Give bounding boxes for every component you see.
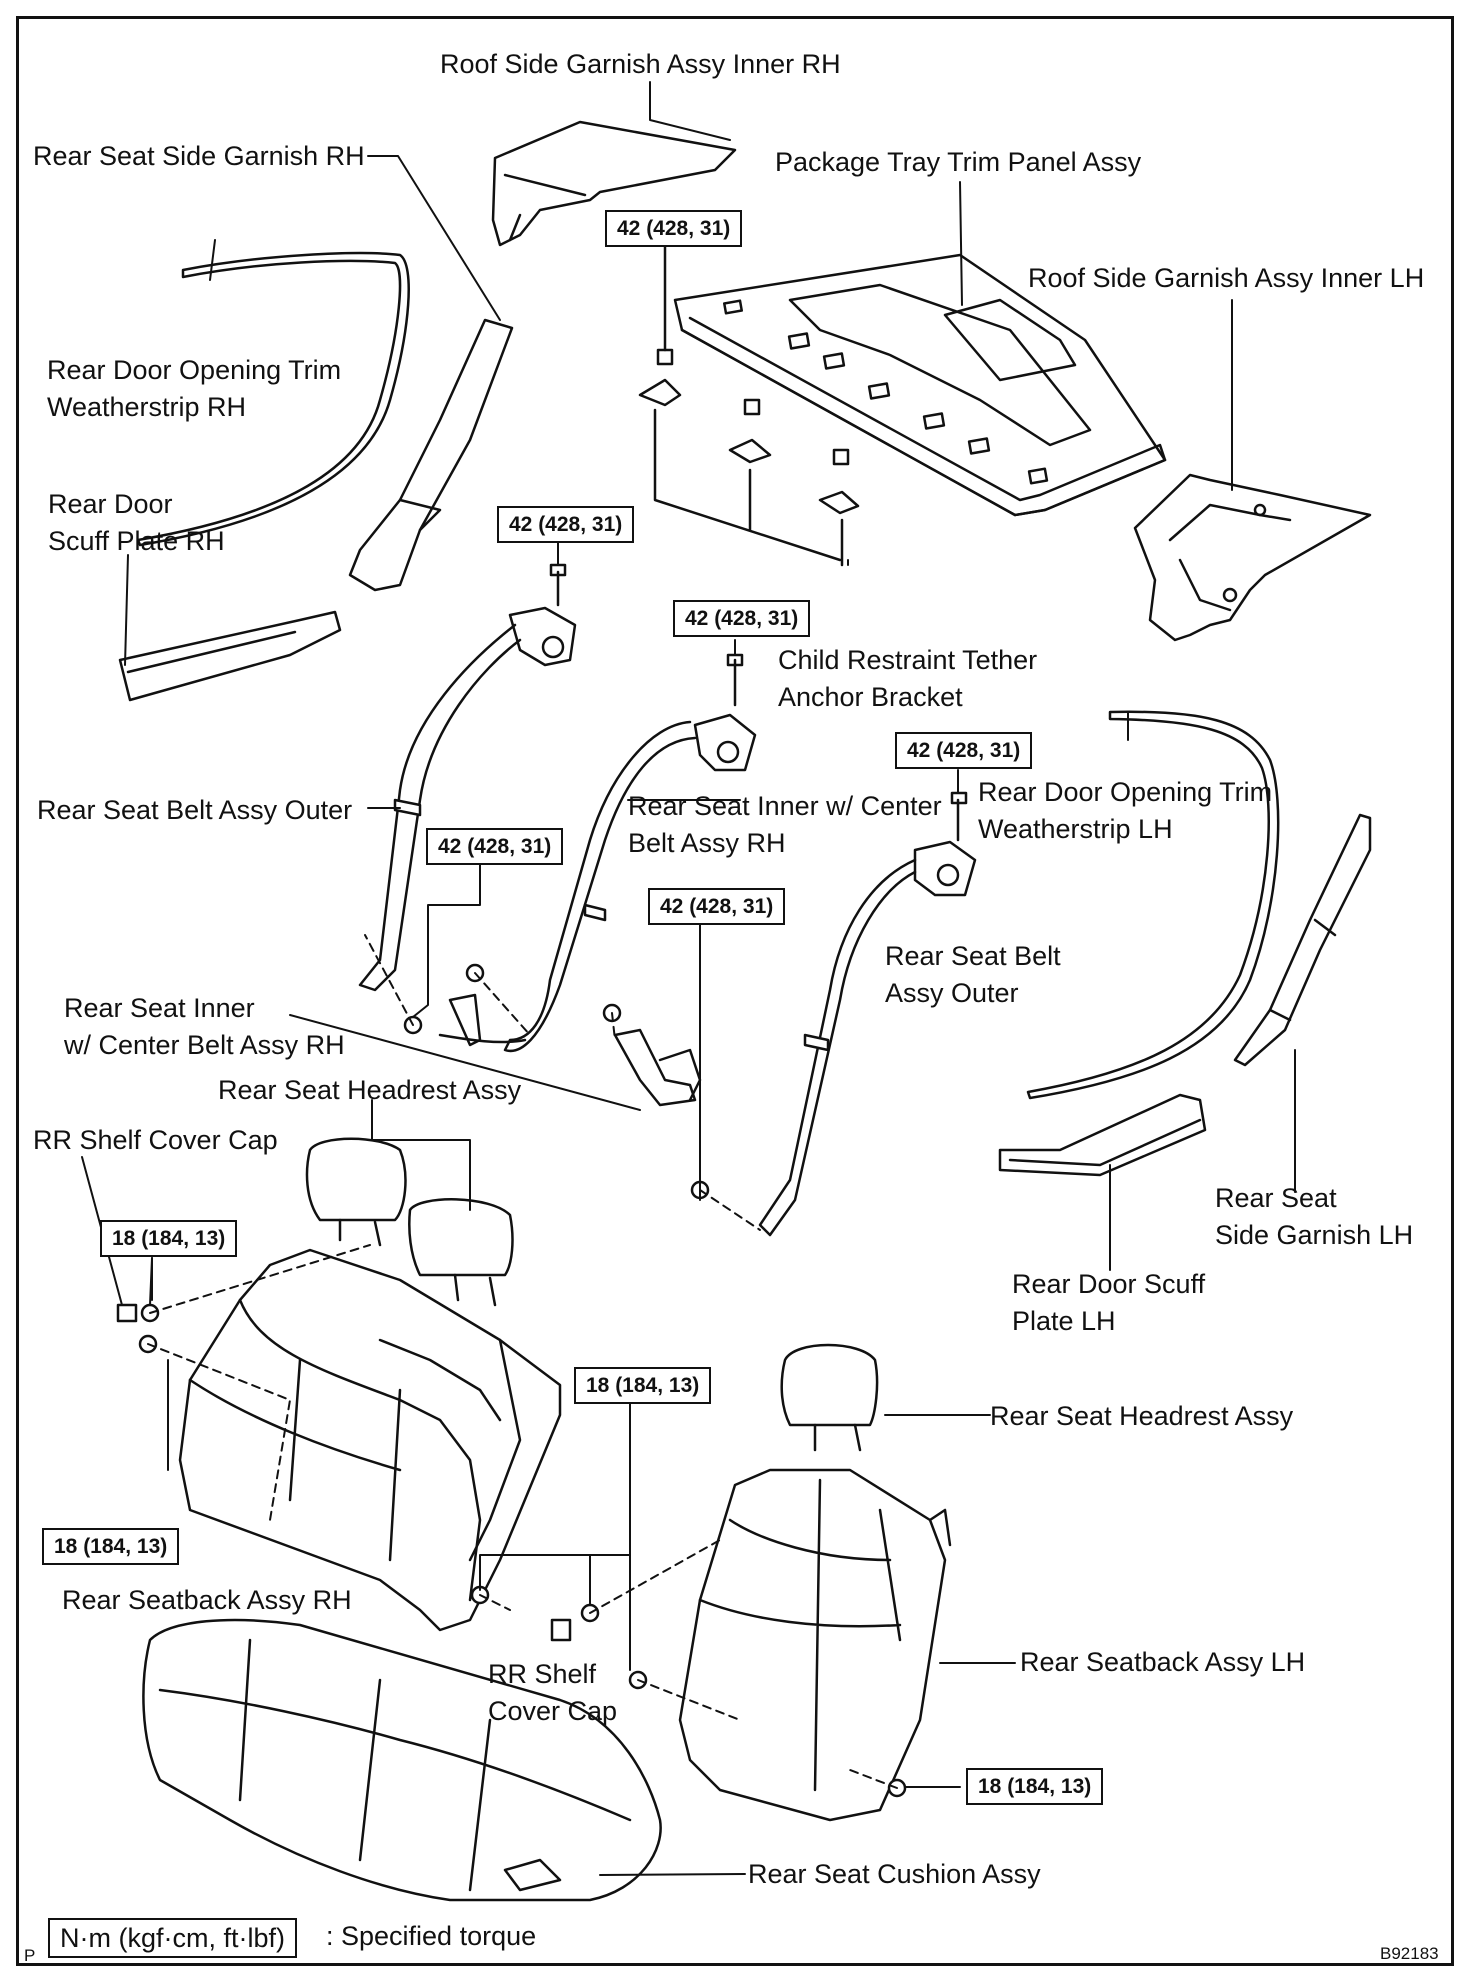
label-rear-seat-side-garnish-lh: Rear Seat Side Garnish LH	[1215, 1183, 1414, 1250]
side-garnish-rh-part	[348, 318, 514, 592]
label-rr-shelf-cover-cap-1: RR Shelf Cover Cap	[33, 1125, 278, 1155]
label-rear-seat-belt-outer-lh: Rear Seat Belt Assy Outer	[885, 941, 1061, 1008]
door-weatherstrip-lh-part	[1026, 710, 1280, 1100]
legend-unit-box: N·m (kgf·cm, ft·lbf)	[48, 1918, 297, 1958]
roof-side-garnish-lh-part	[1133, 473, 1372, 642]
scuff-plate-rh-part	[118, 610, 342, 702]
label-rear-door-opening-trim-rh: Rear Door Opening Trim Weatherstrip RH	[47, 355, 342, 422]
label-rear-seat-cushion: Rear Seat Cushion Assy	[748, 1859, 1041, 1889]
seat-belt-outer-lh-part	[758, 791, 977, 1237]
torque-spec-belt-outer-rh: 42 (428, 31)	[497, 506, 635, 543]
dashed-guides	[147, 934, 898, 1789]
seatback-rh-part	[178, 1248, 562, 1632]
torque-spec-tray: 42 (428, 31)	[605, 210, 743, 247]
label-rr-shelf-cover-cap-2: RR Shelf Cover Cap	[488, 1659, 618, 1726]
door-weatherstrip-rh-part	[136, 251, 410, 547]
headrest-lh-part	[780, 1343, 879, 1452]
legend-text: : Specified torque	[326, 1921, 537, 1951]
corner-mark-left: P	[24, 1946, 36, 1965]
torque-spec-seatback-lh: 18 (184, 13)	[966, 1768, 1104, 1805]
label-rear-seatback-rh: Rear Seatback Assy RH	[62, 1585, 352, 1615]
torque-leaders	[151, 243, 961, 1788]
side-garnish-lh-part	[1233, 813, 1372, 1067]
label-rear-seat-inner-center-belt-rh-2: Rear Seat Inner w/ Center Belt Assy RH	[64, 993, 345, 1060]
figure-code: B92183	[1380, 1944, 1439, 1963]
label-rear-seat-headrest-1: Rear Seat Headrest Assy	[218, 1075, 522, 1105]
torque-spec-belt-outer-lh: 42 (428, 31)	[895, 732, 1033, 769]
label-rear-seat-inner-center-belt-rh-1: Rear Seat Inner w/ Center Belt Assy RH	[628, 791, 942, 858]
label-rear-seat-belt-outer-rh: Rear Seat Belt Assy Outer	[37, 795, 353, 825]
torque-spec-belt-inner-rh: 42 (428, 31)	[673, 600, 811, 637]
torque-spec-seatback-upper-rh: 18 (184, 13)	[100, 1220, 238, 1257]
label-roof-side-garnish-inner-lh: Roof Side Garnish Assy Inner LH	[1028, 263, 1425, 293]
inner-center-belt-rh-part	[438, 653, 757, 1053]
seat-cushion-part	[142, 1618, 662, 1902]
headrest-rh-parts	[305, 1137, 514, 1307]
torque-spec-seatback-center: 18 (184, 13)	[574, 1367, 712, 1404]
label-package-tray-trim-panel: Package Tray Trim Panel Assy	[775, 147, 1142, 177]
label-child-restraint-bracket: Child Restraint Tether Anchor Bracket	[778, 645, 1038, 712]
tray-bolts	[638, 233, 860, 567]
label-rear-seat-headrest-2: Rear Seat Headrest Assy	[990, 1401, 1294, 1431]
leader-lines	[81, 81, 1296, 1876]
label-rear-seatback-lh: Rear Seatback Assy LH	[1020, 1647, 1306, 1677]
roof-side-garnish-rh-part	[491, 120, 737, 247]
label-rear-door-opening-trim-lh: Rear Door Opening Trim Weatherstrip LH	[978, 777, 1273, 844]
scuff-plate-lh-part	[998, 1093, 1207, 1177]
torque-spec-seatback-lower-rh: 18 (184, 13)	[42, 1528, 180, 1565]
inner-buckle-part	[613, 1028, 702, 1107]
label-rear-door-scuff-plate-rh: Rear Door Scuff Plate RH	[48, 489, 225, 556]
seatback-lh-part	[678, 1468, 952, 1822]
label-rear-door-scuff-plate-lh: Rear Door Scuff Plate LH	[1012, 1269, 1206, 1336]
package-tray-part	[673, 253, 1167, 517]
torque-spec-belt-lower-rh: 42 (428, 31)	[426, 828, 564, 865]
label-roof-side-garnish-inner-rh: Roof Side Garnish Assy Inner RH	[440, 49, 841, 79]
seat-belt-outer-rh-part	[358, 563, 577, 992]
torque-spec-buckle: 42 (428, 31)	[648, 888, 786, 925]
label-rear-seat-side-garnish-rh: Rear Seat Side Garnish RH	[33, 141, 365, 171]
diagram-frame	[16, 16, 1454, 1966]
